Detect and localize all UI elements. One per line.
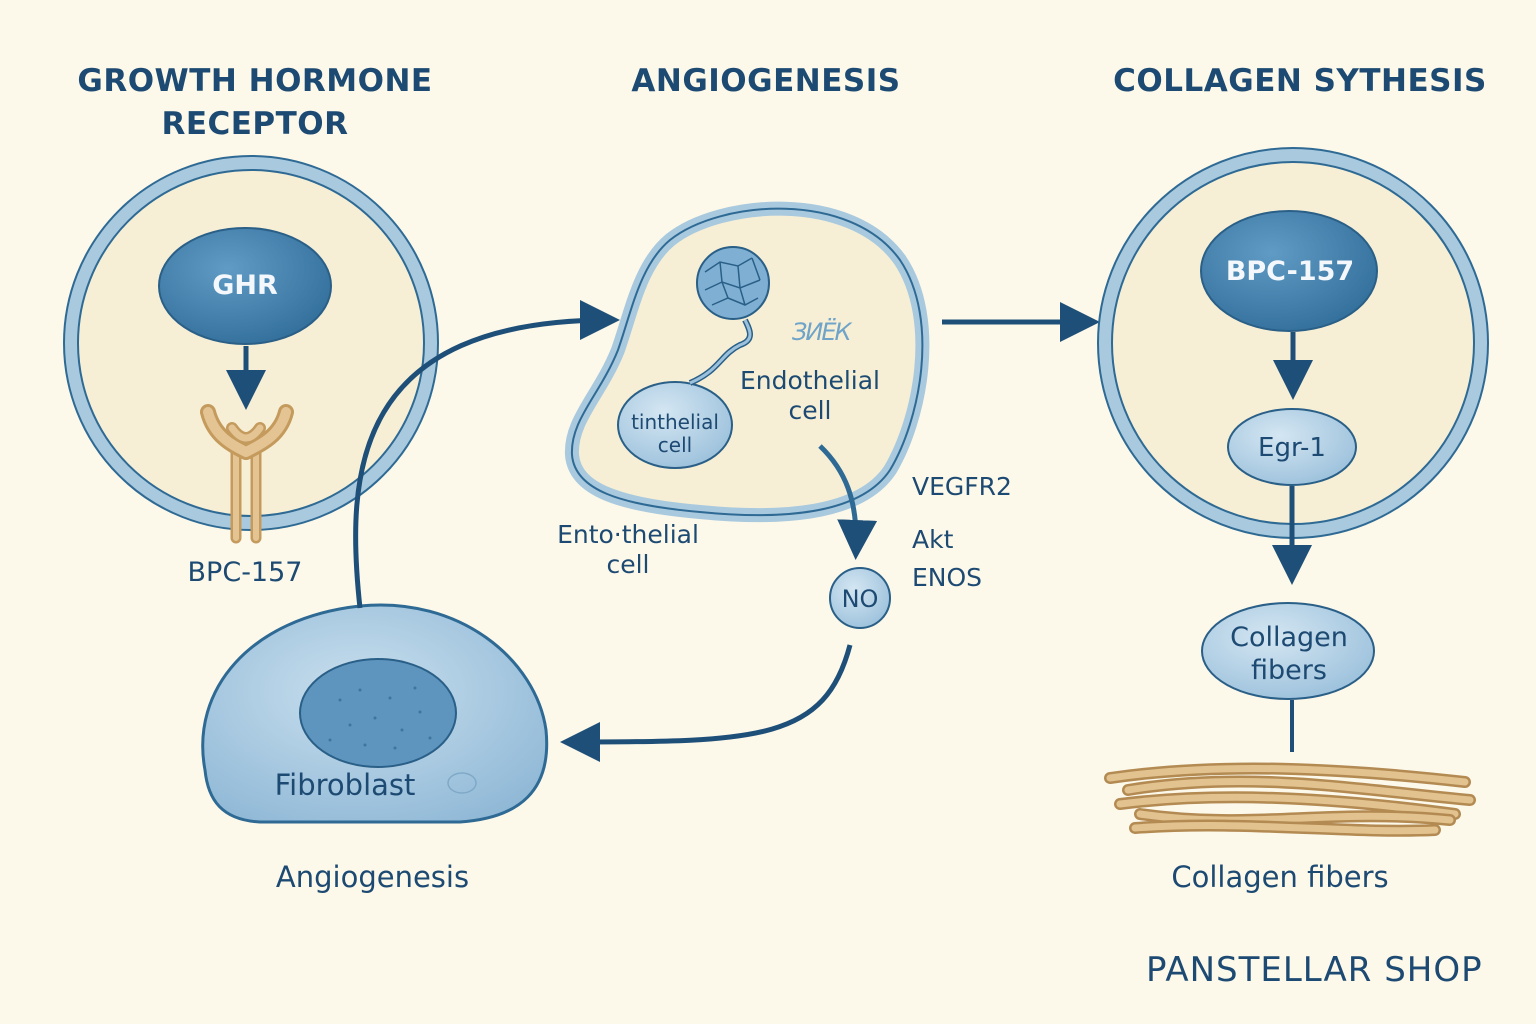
arrow-to-no: [818, 444, 878, 560]
fibroblast-cell: [201, 603, 549, 824]
scribble-text: ЗИЁК: [792, 318, 852, 346]
ghr-node: [158, 227, 332, 345]
collagen-cell: [1097, 147, 1489, 539]
enos-label: ENOS: [912, 563, 983, 592]
akt-label: Akt: [912, 525, 954, 554]
organelle-icon: [696, 246, 770, 320]
ghr-cell: [63, 155, 439, 544]
egr1-node: [1227, 408, 1357, 486]
brand-logo-text: PANSTELLAR SHOP: [1146, 950, 1483, 990]
egr1-label: Egr-1: [1258, 433, 1326, 463]
arrow-fibroblast-to-angiogenesis: [353, 300, 620, 609]
receptor-icon: [200, 404, 294, 544]
title-angiogenesis: ANGIOGENESIS: [631, 63, 901, 99]
title-growth-hormone-receptor: GROWTH HORMONE RECEPTOR: [77, 63, 433, 142]
tinthelial-nucleus: [617, 381, 733, 469]
collagen-fibers-node-label: Collagen fibers: [1230, 622, 1348, 686]
ghr-label: GHR: [212, 270, 278, 301]
no-node: [829, 567, 891, 629]
title-collagen-synthesis: COLLAGEN SYTHESIS: [1113, 63, 1487, 99]
bpc157-node: [1200, 210, 1378, 332]
collagen-fibers-node: [1201, 602, 1375, 700]
bpc157-receptor-label: BPC-157: [187, 557, 303, 588]
endothelial-cell: [564, 201, 930, 560]
collagen-fibers-icon: [1104, 762, 1476, 837]
angiogenesis-caption: Angiogenesis: [275, 860, 470, 894]
bpc157-label: BPC-157: [1225, 256, 1355, 287]
fibroblast-label: Fibroblast: [274, 768, 416, 802]
tinthelial-cell-label: tinthelial cell: [631, 410, 719, 457]
vegfr2-label: VEGFR2: [912, 472, 1012, 501]
arrow-no-to-fibroblast: [560, 644, 853, 762]
outer-endothelial-label: Ento·thelial cell: [557, 520, 699, 579]
endothelial-cell-label: Endothelial cell: [740, 366, 880, 425]
fibroblast-nucleus: [299, 658, 457, 768]
collagen-fibers-caption: Collagen fibers: [1171, 860, 1389, 894]
no-label: NO: [841, 585, 879, 613]
